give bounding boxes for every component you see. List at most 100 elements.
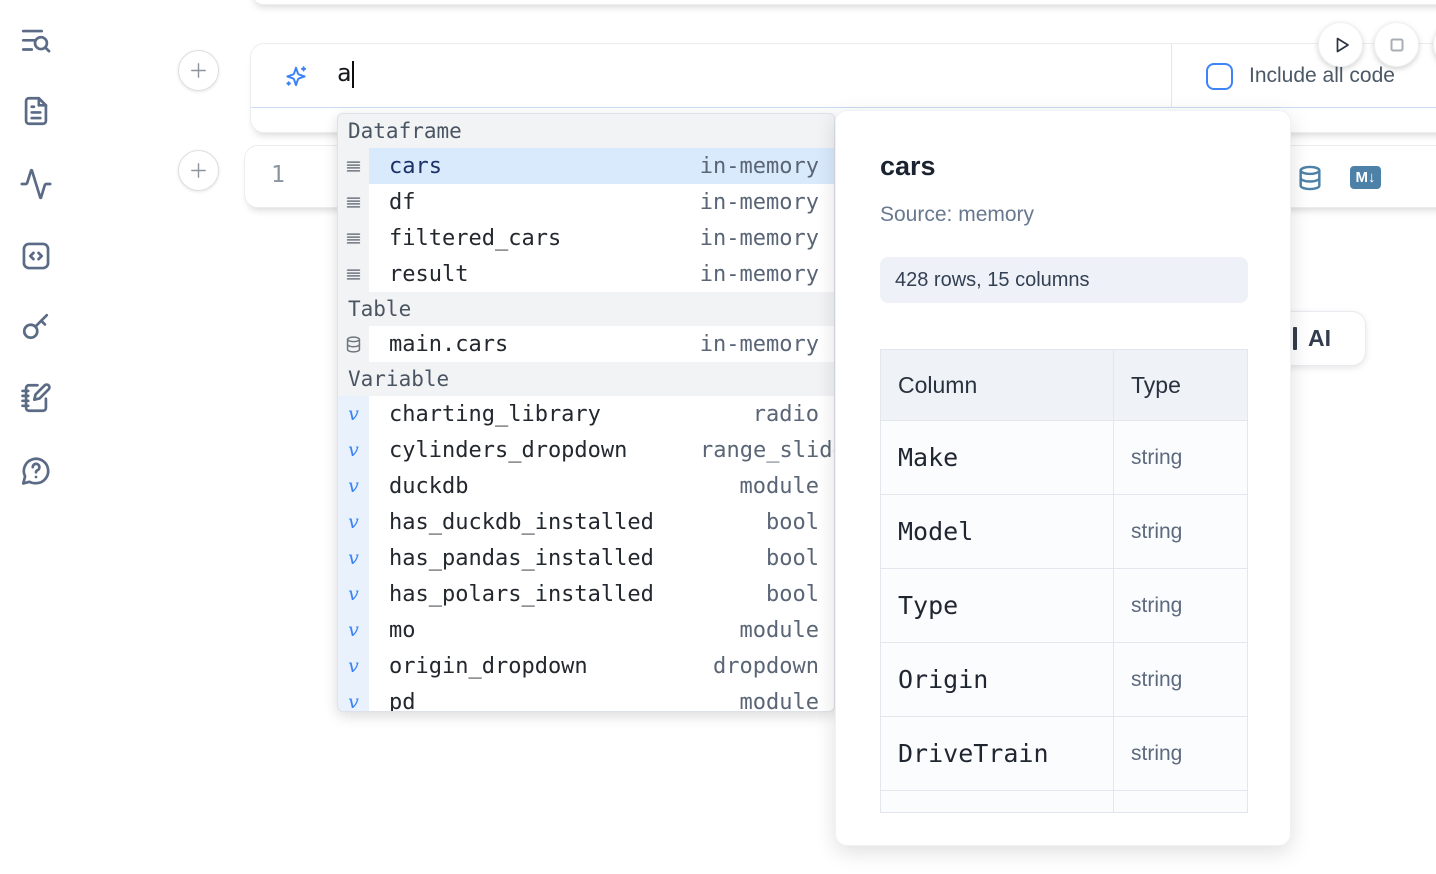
include-all-code-checkbox[interactable]: [1206, 62, 1233, 90]
completion-item-cars[interactable]: cars in-memory: [338, 148, 834, 184]
dataframe-icon: [338, 220, 369, 256]
plus-icon: [191, 63, 206, 78]
schema-row-Make: Make string: [881, 421, 1247, 495]
dataframe-icon: [338, 148, 369, 184]
schema-table-header-row: Column Type: [881, 350, 1247, 421]
column-type: string: [1131, 667, 1183, 691]
completion-item-type: in-memory: [699, 153, 819, 179]
header-type: Type: [1131, 371, 1181, 398]
completion-item-name: duckdb: [389, 473, 469, 499]
column-name: Origin: [898, 665, 989, 694]
line-number: 1: [271, 162, 285, 188]
variable-icon: v: [338, 504, 369, 540]
variable-icon: v: [338, 648, 369, 684]
header-column: Column: [898, 371, 978, 398]
plus-icon: [191, 163, 206, 178]
column-name: Type: [898, 591, 959, 620]
schema-row-DriveTrain: DriveTrain string: [881, 717, 1247, 791]
stop-button[interactable]: [1374, 22, 1419, 67]
completion-section-header: Dataframe: [338, 114, 834, 148]
help-chat-icon[interactable]: [19, 454, 53, 488]
completion-item-name: has_pandas_installed: [389, 545, 654, 571]
completion-item-name: cars: [389, 153, 442, 179]
key-icon[interactable]: [19, 309, 53, 343]
completion-item-type: in-memory: [699, 331, 819, 357]
include-all-code-label: Include all code: [1249, 64, 1395, 87]
completion-item-has_duckdb_installed[interactable]: v has_duckdb_installed bool: [338, 504, 834, 540]
run-cell-button[interactable]: [1318, 22, 1363, 67]
file-text-icon[interactable]: [19, 94, 53, 128]
markdown-convert-icon[interactable]: M↓: [1350, 166, 1381, 189]
completion-item-type: bool: [766, 509, 819, 535]
variable-icon: v: [338, 396, 369, 432]
activity-icon[interactable]: [19, 167, 53, 201]
variable-icon: v: [338, 576, 369, 612]
text-caret: [352, 60, 355, 88]
add-cell-button-bottom[interactable]: [178, 150, 219, 191]
column-name: DriveTrain: [898, 739, 1049, 768]
completion-item-name: main.cars: [389, 331, 509, 357]
column-type: string: [1131, 741, 1183, 765]
stop-icon: [1390, 38, 1403, 51]
column-name: Model: [898, 517, 974, 546]
completion-item-type: range_slider: [700, 437, 834, 463]
table-icon: [338, 326, 369, 362]
completion-item-type: module: [739, 473, 819, 499]
column-name: Make: [898, 443, 959, 472]
completion-item-name: result: [389, 261, 469, 287]
completion-item-name: origin_dropdown: [389, 653, 588, 679]
completion-section-header: Table: [338, 292, 834, 326]
variable-icon: v: [338, 684, 369, 711]
completion-item-type: dropdown: [713, 653, 819, 679]
dataframe-icon: [338, 184, 369, 220]
list-search-icon[interactable]: [19, 24, 53, 58]
completion-item-result[interactable]: result in-memory: [338, 256, 834, 292]
ai-prompt-value: a: [337, 59, 352, 87]
completion-item-df[interactable]: df in-memory: [338, 184, 834, 220]
completion-item-type: in-memory: [699, 261, 819, 287]
sparkles-icon: [283, 64, 309, 90]
completion-item-type: module: [739, 689, 819, 712]
previous-cell-card: [250, 0, 1436, 5]
ai-prompt-input[interactable]: a: [337, 59, 355, 88]
completion-item-name: filtered_cars: [389, 225, 562, 251]
completion-item-name: charting_library: [389, 401, 601, 427]
completion-item-main-cars[interactable]: main.cars in-memory: [338, 326, 834, 362]
add-cell-button-top[interactable]: [178, 50, 219, 91]
completion-item-type: bool: [766, 581, 819, 607]
completion-item-has_pandas_installed[interactable]: v has_pandas_installed bool: [338, 540, 834, 576]
completion-item-has_polars_installed[interactable]: v has_polars_installed bool: [338, 576, 834, 612]
code-snippets-icon[interactable]: [19, 239, 53, 273]
column-type: string: [1131, 445, 1183, 469]
panel-title: cars: [880, 151, 936, 181]
completion-item-name: pd: [389, 689, 416, 712]
column-type: string: [1131, 519, 1183, 543]
variable-icon: v: [338, 612, 369, 648]
completion-item-type: radio: [752, 401, 819, 427]
completion-item-name: has_polars_installed: [389, 581, 654, 607]
completion-section-header: Variable: [338, 362, 834, 396]
clipped-letter-stub: [1293, 327, 1297, 350]
completion-item-name: df: [389, 189, 416, 215]
variable-icon: v: [338, 540, 369, 576]
completion-item-type: in-memory: [699, 225, 819, 251]
generate-ai-label: AI: [1308, 325, 1331, 351]
completion-item-origin_dropdown[interactable]: v origin_dropdown dropdown: [338, 648, 834, 684]
completion-item-name: has_duckdb_installed: [389, 509, 654, 535]
schema-row-Origin: Origin string: [881, 643, 1247, 717]
completion-item-charting_library[interactable]: v charting_library radio: [338, 396, 834, 432]
shape-badge: 428 rows, 15 columns: [880, 257, 1248, 303]
variable-icon: v: [338, 432, 369, 468]
database-icon[interactable]: [1296, 162, 1324, 194]
completion-item-type: bool: [766, 545, 819, 571]
notebook-pen-icon[interactable]: [19, 381, 53, 415]
completion-item-type: in-memory: [699, 189, 819, 215]
completion-item-filtered_cars[interactable]: filtered_cars in-memory: [338, 220, 834, 256]
